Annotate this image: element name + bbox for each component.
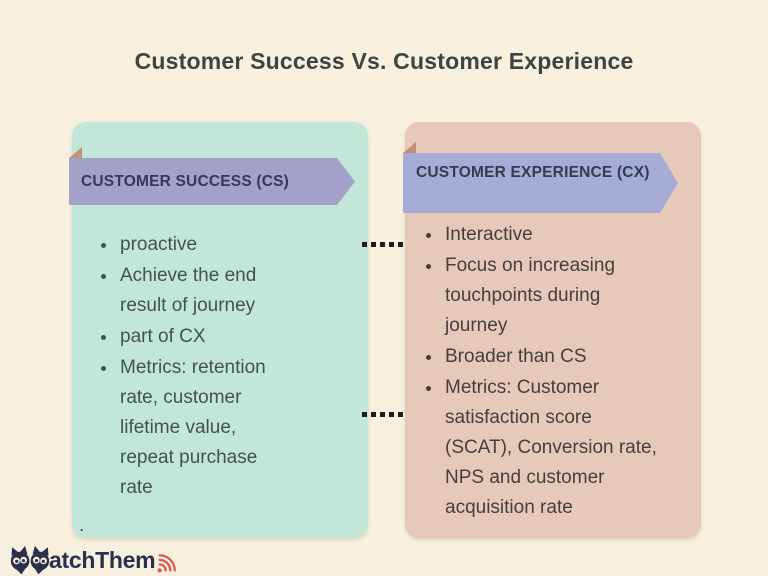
card-customer-experience: CUSTOMER EXPERIENCE (CX) InteractiveFocu…	[403, 122, 701, 538]
owl-eyes-w-icon	[8, 544, 54, 576]
list-item: Focus on increasing touchpoints during j…	[443, 251, 659, 341]
page-title: Customer Success Vs. Customer Experience	[134, 48, 634, 74]
watchthem-logo: atchThem	[8, 543, 178, 576]
dotted-connector-top	[362, 242, 404, 247]
signal-waves-icon	[156, 553, 178, 575]
ribbon-fold-right	[403, 142, 416, 153]
customer-experience-list: InteractiveFocus on increasing touchpoin…	[405, 220, 659, 524]
list-item: part of CX	[118, 322, 288, 352]
list-item: proactive	[118, 230, 288, 260]
list-item: Achieve the end result of journey	[118, 261, 288, 321]
logo-wordmark: atchThem	[49, 547, 156, 573]
list-item: Broader than CS	[443, 342, 659, 372]
card-customer-success: CUSTOMER SUCCESS (CS) proactiveAchieve t…	[69, 122, 368, 538]
dotted-connector-bottom	[362, 412, 404, 417]
list-item: Metrics: retention rate, customer lifeti…	[118, 353, 288, 503]
ribbon-header-customer-experience: CUSTOMER EXPERIENCE (CX)	[403, 153, 678, 213]
ribbon-header-customer-success: CUSTOMER SUCCESS (CS)	[69, 158, 355, 205]
list-item: Interactive	[443, 220, 659, 250]
stray-period: .	[79, 515, 85, 536]
customer-success-list: proactiveAchieve the end result of journ…	[72, 230, 288, 504]
list-item: Metrics: Customer satisfaction score (SC…	[443, 373, 659, 523]
ribbon-fold-left	[69, 147, 82, 158]
